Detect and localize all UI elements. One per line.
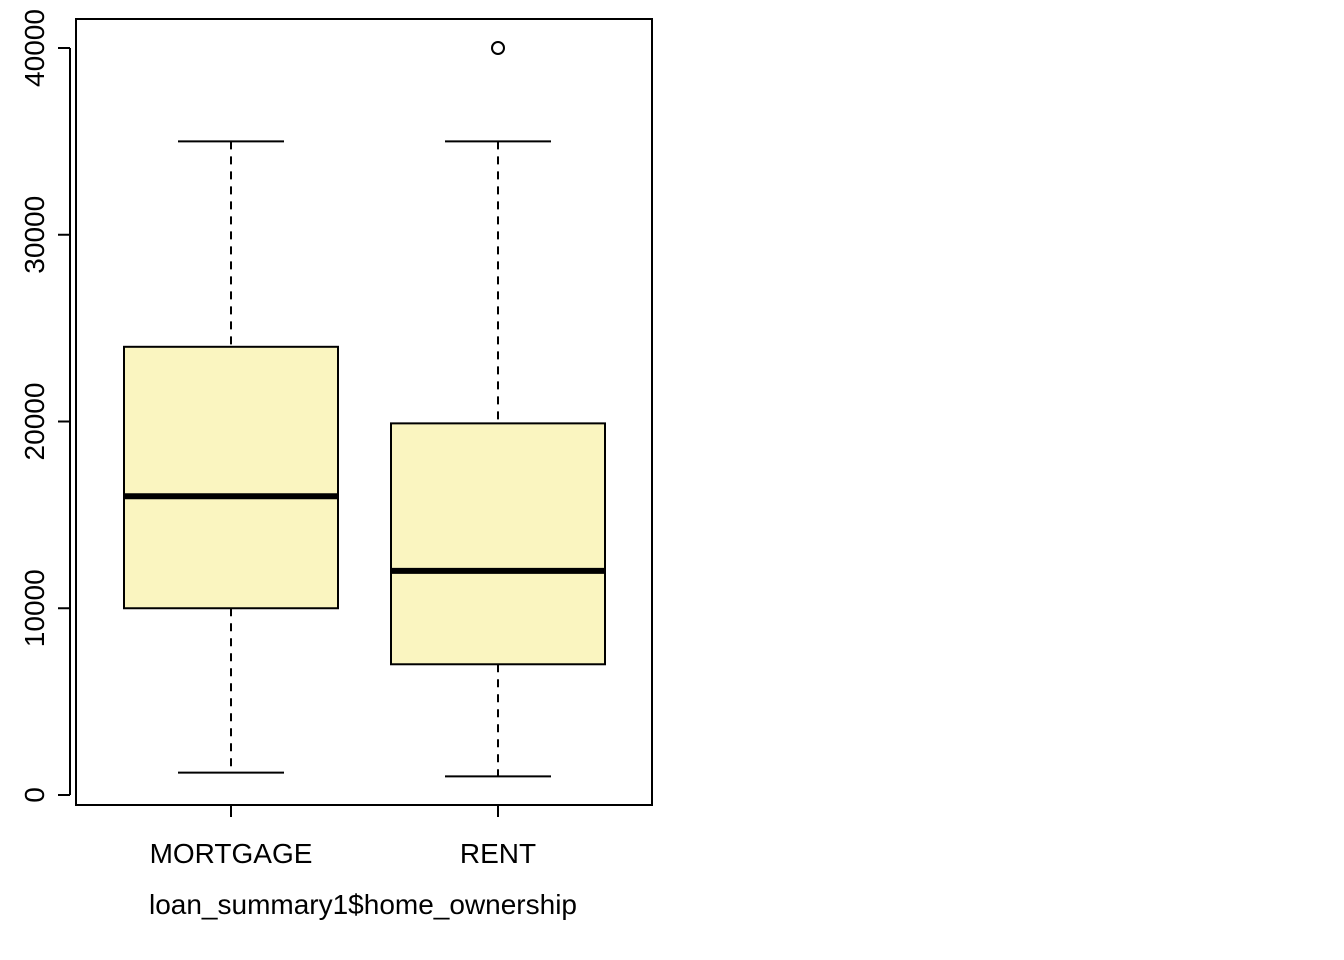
- y-tick-label: 40000: [19, 9, 50, 87]
- x-axis-title: loan_summary1$home_ownership: [149, 889, 577, 920]
- box-rent: [390, 41, 606, 778]
- box-mortgage: [123, 140, 339, 774]
- iqr-box: [123, 345, 339, 610]
- y-tick-label: 30000: [19, 196, 50, 274]
- y-axis: 0 10000 20000 30000 40000: [19, 9, 71, 803]
- boxes: [123, 41, 606, 778]
- y-tick-label: 0: [19, 787, 50, 803]
- y-tick-label: 20000: [19, 383, 50, 461]
- x-tick-label: MORTGAGE: [150, 838, 313, 869]
- x-axis: MORTGAGE RENT: [150, 805, 536, 869]
- outlier-point: [491, 41, 505, 55]
- iqr-box: [390, 422, 606, 666]
- x-tick-label: RENT: [460, 838, 536, 869]
- plot-frame: [75, 18, 653, 806]
- y-tick-label: 10000: [19, 569, 50, 647]
